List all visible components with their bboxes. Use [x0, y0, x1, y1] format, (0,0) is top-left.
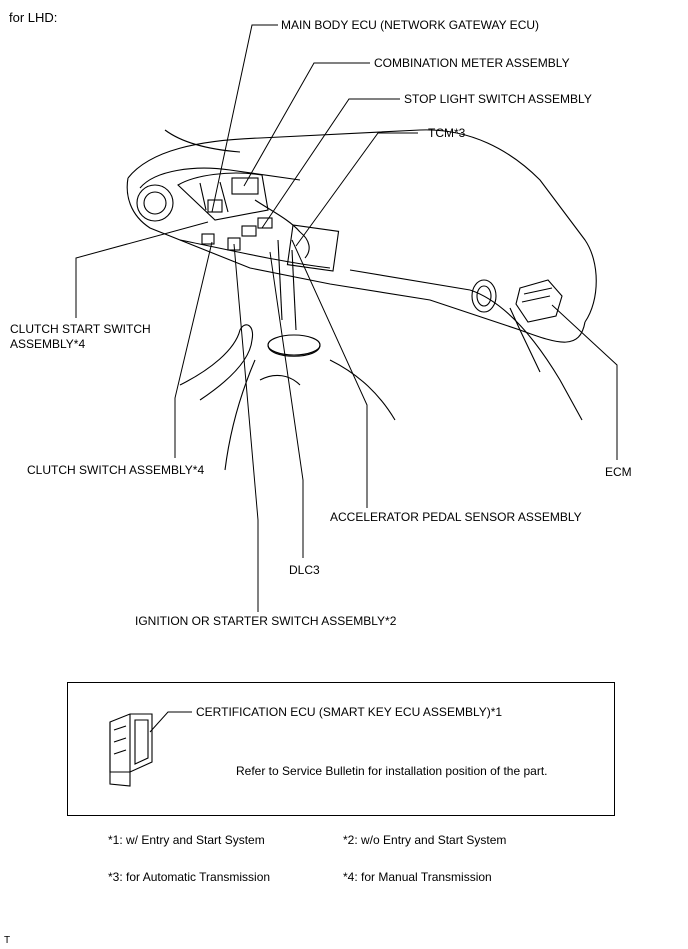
- footnote-2: *2: w/o Entry and Start System: [343, 833, 507, 847]
- label-stop-light-switch: STOP LIGHT SWITCH ASSEMBLY: [404, 92, 592, 106]
- label-clutch-start-switch: CLUTCH START SWITCH ASSEMBLY*4: [10, 322, 151, 351]
- page-title: for LHD:: [9, 10, 58, 25]
- inset-box: [67, 682, 615, 816]
- leader-clutch-start-switch: [75, 221, 209, 318]
- leader-lines: [75, 24, 618, 733]
- leader-tcm: [295, 132, 418, 247]
- leader-ignition: [233, 243, 259, 612]
- label-tcm: TCM*3: [428, 126, 466, 140]
- label-dlc3: DLC3: [289, 563, 320, 577]
- corner-mark: T: [4, 935, 11, 946]
- leader-accelerator: [291, 239, 368, 508]
- leader-main-body-ecu: [211, 24, 278, 213]
- dashboard-outline: [126, 129, 597, 471]
- footnote-3: *3: for Automatic Transmission: [108, 870, 271, 884]
- leader-dlc3: [269, 251, 304, 558]
- footnote-1: *1: w/ Entry and Start System: [108, 833, 265, 847]
- label-combination-meter: COMBINATION METER ASSEMBLY: [374, 56, 570, 70]
- leader-certification-ecu: [149, 711, 192, 733]
- label-certification-ecu: CERTIFICATION ECU (SMART KEY ECU ASSEMBL…: [196, 705, 503, 719]
- label-accelerator-pedal-sensor: ACCELERATOR PEDAL SENSOR ASSEMBLY: [330, 510, 582, 524]
- label-main-body-ecu: MAIN BODY ECU (NETWORK GATEWAY ECU): [281, 18, 540, 32]
- label-clutch-switch: CLUTCH SWITCH ASSEMBLY*4: [27, 463, 205, 477]
- leader-combination-meter: [243, 62, 370, 187]
- leader-ecm: [551, 304, 618, 460]
- certification-ecu-drawing: [109, 713, 153, 787]
- leader-clutch-switch: [174, 241, 213, 458]
- label-ecm: ECM: [605, 465, 632, 479]
- leader-stop-light-switch: [261, 98, 400, 229]
- footnote-4: *4: for Manual Transmission: [343, 870, 492, 884]
- inset-note: Refer to Service Bulletin for installati…: [236, 764, 548, 778]
- label-ignition-switch: IGNITION OR STARTER SWITCH ASSEMBLY*2: [135, 614, 397, 628]
